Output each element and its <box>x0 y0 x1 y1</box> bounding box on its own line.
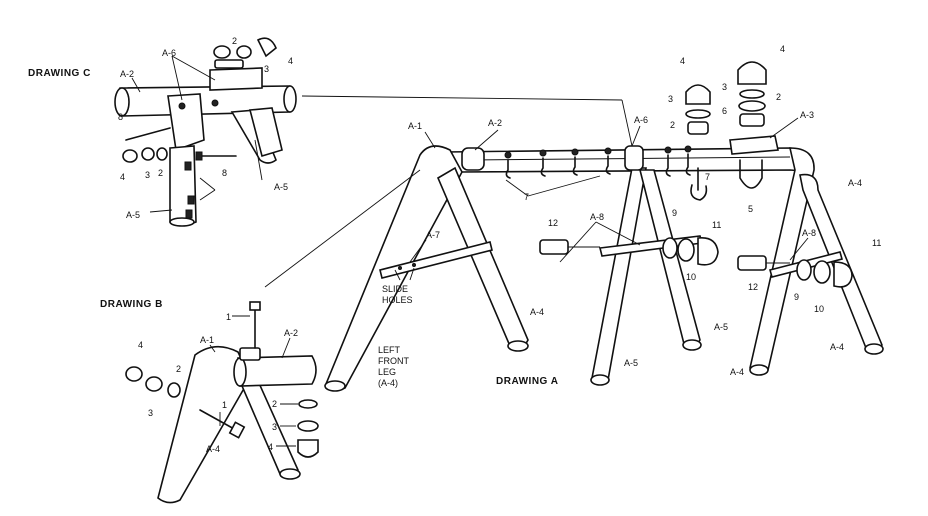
label-part-6: 6 <box>722 106 727 116</box>
hook <box>604 147 612 175</box>
drawing-a-leaders <box>264 95 809 288</box>
label-a8-right: A-8 <box>802 228 816 238</box>
drawing-a-title: DRAWING A <box>496 376 558 387</box>
c-label-p4-top: 4 <box>288 56 293 66</box>
c-label-p8-left: 8 <box>118 112 123 122</box>
b-label-p4-right: 4 <box>268 442 273 452</box>
label-a5-left: A-5 <box>624 358 638 368</box>
left-a-frame <box>324 145 529 392</box>
label-a3: A-3 <box>800 110 814 120</box>
left-leg-line4: (A-4) <box>378 378 398 388</box>
label-part-9a: 9 <box>672 208 677 218</box>
label-part-11b: 11 <box>872 238 881 248</box>
label-a4-right-bottom: A-4 <box>830 342 844 352</box>
label-part-12b: 12 <box>748 282 758 292</box>
drawing-c: DRAWING C A <box>28 36 297 227</box>
eye-bolt <box>690 167 708 201</box>
c-label-a2: A-2 <box>120 69 134 79</box>
label-part-3b: 3 <box>722 82 727 92</box>
label-a8-left: A-8 <box>590 212 604 222</box>
b-label-p3-right: 3 <box>272 422 277 432</box>
label-part-2a: 2 <box>670 120 675 130</box>
hook <box>664 146 672 177</box>
swing-hooks <box>504 145 763 201</box>
drawing-a-labels: A-1 A-2 A-6 A-3 A-7 A-8 A-8 A-4 A-4 A-4 … <box>378 44 881 388</box>
label-part-9b: 9 <box>794 292 799 302</box>
label-part-7b: 7 <box>524 192 529 202</box>
c-label-a6: A-6 <box>162 48 176 58</box>
u-bolt <box>739 159 763 189</box>
label-a6: A-6 <box>634 115 648 125</box>
exploded-hardware-right <box>685 61 767 135</box>
left-leg-line1: LEFT <box>378 345 401 355</box>
label-part-4b: 4 <box>780 44 785 54</box>
b-label-p1-top: 1 <box>226 312 231 322</box>
c-label-p2: 2 <box>232 36 237 46</box>
left-leg-line3: LEG <box>378 367 396 377</box>
c-label-p2-left: 2 <box>158 168 163 178</box>
cap-nut <box>685 84 711 105</box>
slide-holes-line2: HOLES <box>382 295 413 305</box>
center-a-frame <box>590 167 704 386</box>
drawing-b: DRAWING B 1 A-1 A-2 4 2 <box>100 299 319 504</box>
label-a1: A-1 <box>408 121 422 131</box>
beam-clamps <box>461 135 779 171</box>
c-label-a5-left: A-5 <box>126 210 140 220</box>
right-a-frame <box>749 147 884 376</box>
c-label-a5-right: A-5 <box>274 182 288 192</box>
c-label-p3: 3 <box>264 64 269 74</box>
side-bolts <box>539 236 853 288</box>
label-a2: A-2 <box>488 118 502 128</box>
slide-holes-line1: SLIDE <box>382 284 408 294</box>
b-label-a1: A-1 <box>200 335 214 345</box>
label-a4-center-bottom: A-4 <box>730 367 744 377</box>
label-part-10b: 10 <box>814 304 824 314</box>
hook <box>684 145 692 176</box>
b-label-p2-right: 2 <box>272 399 277 409</box>
label-part-2b: 2 <box>776 92 781 102</box>
label-a5-right: A-5 <box>714 322 728 332</box>
c-label-p3-left: 3 <box>145 170 150 180</box>
drawing-a: A-1 A-2 A-6 A-3 A-7 A-8 A-8 A-4 A-4 A-4 … <box>264 44 884 392</box>
b-label-a4: A-4 <box>206 444 220 454</box>
left-leg-line2: FRONT <box>378 356 409 366</box>
label-a4-right-top: A-4 <box>848 178 862 188</box>
hook <box>571 148 579 176</box>
label-part-12a: 12 <box>548 218 558 228</box>
label-part-11a: 11 <box>712 220 721 230</box>
label-part-7a: 7 <box>705 172 710 182</box>
drawing-b-title: DRAWING B <box>100 299 163 310</box>
label-a7: A-7 <box>426 230 440 240</box>
b-label-p3-left: 3 <box>148 408 153 418</box>
label-part-5: 5 <box>748 204 753 214</box>
label-part-10a: 10 <box>686 272 696 282</box>
b-label-p1-bottom: 1 <box>222 400 227 410</box>
drawing-c-title: DRAWING C <box>28 68 91 79</box>
b-label-p2-left: 2 <box>176 364 181 374</box>
cap-nut <box>737 61 767 85</box>
label-part-3a: 3 <box>668 94 673 104</box>
c-label-p8-right: 8 <box>222 168 227 178</box>
label-part-4a: 4 <box>680 56 685 66</box>
c-label-p4-left: 4 <box>120 172 125 182</box>
b-label-a2: A-2 <box>284 328 298 338</box>
label-a4-inner-left: A-4 <box>530 307 544 317</box>
hook <box>504 151 512 179</box>
b-label-p4-left: 4 <box>138 340 143 350</box>
hook <box>539 149 547 177</box>
